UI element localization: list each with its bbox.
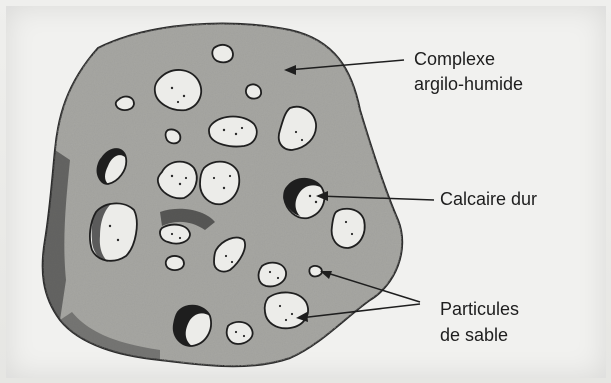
sand-grain (259, 263, 287, 287)
sand-grain (155, 70, 201, 110)
sand-grain (116, 97, 134, 111)
sand-grain (160, 225, 190, 244)
label-calcaire: Calcaire dur (440, 188, 537, 210)
label-complexe-line1: Complexe (414, 48, 495, 70)
sand-grain (309, 266, 322, 277)
sand-grain (265, 292, 308, 328)
sand-grain (166, 129, 181, 143)
sand-grain (166, 256, 184, 270)
sand-grain (212, 45, 233, 62)
sand-grain (209, 117, 257, 147)
sand-grain (246, 84, 261, 98)
sand-grain (227, 322, 253, 344)
label-complexe-line2: argilo-humide (414, 73, 523, 95)
sand-grain (332, 209, 365, 248)
label-particules-line1: Particules (440, 298, 519, 320)
label-particules-line2: de sable (440, 324, 508, 346)
sand-grain (200, 162, 239, 205)
